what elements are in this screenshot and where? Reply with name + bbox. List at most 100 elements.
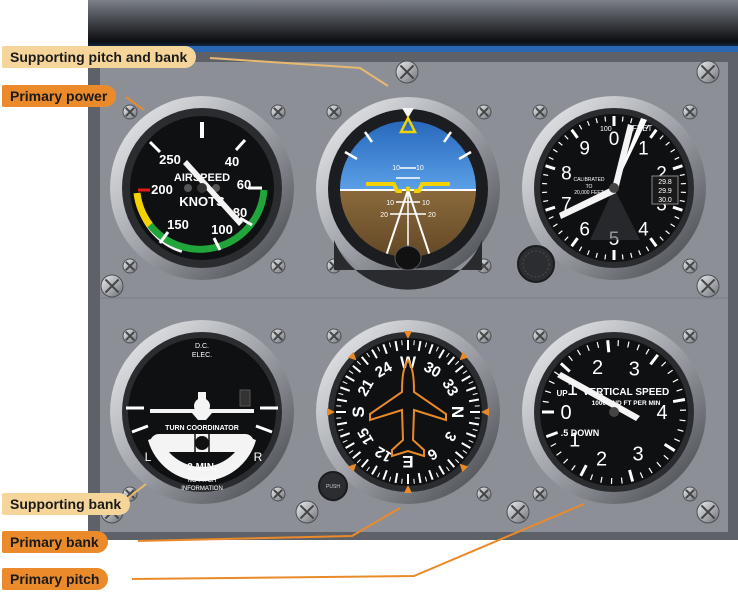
vsi-tick [576, 349, 582, 356]
airspeed-yellow-arc [133, 192, 153, 228]
heading-label-21: 21 [354, 376, 377, 399]
heading-label-12: 12 [372, 442, 395, 465]
heading-tick [382, 469, 388, 480]
heading-tick [356, 360, 361, 365]
vsi-tick [545, 431, 559, 439]
callout-primary-bank: Primary bank [2, 531, 108, 553]
vsi-tick [679, 419, 686, 422]
altimeter-tick [595, 118, 598, 124]
heading-label-24: 24 [372, 358, 396, 381]
altimeter-tick [543, 199, 549, 203]
callout-primary-pitch: Primary pitch [2, 568, 109, 590]
screw [682, 104, 698, 120]
altimeter-tick [578, 124, 583, 130]
turn-coordinator: D.C. ELEC. TURN COORDINATOR L R 2 MIN. N… [110, 320, 294, 504]
screw [395, 60, 419, 84]
heading-tick [435, 346, 439, 352]
altimeter-tick [586, 120, 590, 126]
airspeed-tick-60: 60 [237, 177, 251, 192]
vsi-subtitle: 1000 AND FT PER MIN [592, 400, 661, 407]
heading-tick [455, 459, 460, 464]
screw [270, 258, 286, 274]
altimeter-tick [552, 148, 558, 153]
screw [476, 104, 492, 120]
heading-tick [366, 352, 370, 358]
heading-tick [338, 392, 344, 396]
altimeter-to: TO [586, 184, 593, 190]
attitude-adjust-knob [394, 245, 422, 271]
altimeter-tick [645, 124, 650, 130]
altimeter-tick [649, 128, 658, 139]
altimeter-tick [674, 215, 680, 220]
heading-index-marker [404, 331, 412, 339]
bank-pointer [398, 115, 418, 134]
altimeter-tick [604, 254, 607, 260]
vsi-title: VERTICAL SPEED [583, 387, 670, 398]
vsi-tick [556, 451, 562, 456]
heading-tick [340, 386, 351, 392]
screw [326, 104, 342, 120]
heading-tick [394, 340, 399, 352]
callout-supporting-bank: Supporting bank [2, 493, 131, 515]
vsi-tick [667, 369, 673, 375]
altimeter-tick [570, 128, 579, 139]
altimeter-tick [545, 205, 556, 212]
altimeter-tick [552, 223, 558, 228]
heading-label-30: 30 [421, 358, 444, 381]
vsi-tick [676, 388, 683, 392]
screw [476, 328, 492, 344]
heading-index-marker [459, 351, 469, 361]
heading-tick [417, 340, 422, 352]
altimeter-tick [670, 223, 676, 228]
vsi-numeral: 2 [592, 357, 603, 379]
heading-tick [352, 364, 362, 373]
vsi-numeral: 0 [560, 402, 571, 424]
heading-tick [438, 349, 445, 359]
heading-tick [428, 469, 434, 480]
pitch-label-down-right: 10 [422, 200, 430, 207]
airspeed-tick-150: 150 [167, 217, 189, 232]
vsi-numeral: 1 [569, 430, 580, 452]
vsi-numeral: 4 [656, 402, 667, 424]
vsi-numeral: 3 [632, 444, 643, 466]
heading-tick [388, 476, 392, 482]
heading-tick [438, 465, 445, 475]
pitch-label-up-left: 10 [392, 165, 400, 172]
altimeter-tick [564, 135, 569, 140]
screw [682, 258, 698, 274]
vsi-tick [674, 438, 681, 442]
pitch-label-down20-left: 20 [380, 212, 388, 219]
vsi-tick [627, 341, 630, 348]
screw [696, 274, 720, 298]
altimeter-tick [548, 215, 554, 220]
heading-tick [377, 472, 381, 478]
heading-tick [348, 450, 354, 454]
turn-left: L [145, 450, 152, 464]
altimeter-setting-knob[interactable] [517, 245, 555, 283]
heading-tick [338, 428, 344, 432]
altimeter-hundred: 100 [600, 126, 612, 133]
vsi-tick [544, 390, 552, 394]
heading-tick [371, 349, 378, 359]
attitude-indicator: 10 10 10 10 20 20 [316, 97, 500, 290]
turn-information: INFORMATION [181, 486, 223, 492]
screw [270, 104, 286, 120]
vsi-tick [542, 400, 549, 403]
airspeed-tick-250: 250 [159, 152, 181, 167]
screw [270, 486, 286, 502]
vsi-tick [548, 380, 555, 385]
kollsman-298: 29.8 [658, 179, 672, 186]
heading-tick [472, 428, 478, 432]
vsi-tick [563, 458, 569, 464]
screw [532, 104, 548, 120]
heading-tick [428, 344, 434, 355]
heading-set-knob[interactable]: PUSH [318, 471, 348, 501]
altimeter-tick [621, 116, 624, 122]
altimeter-numeral-8: 8 [561, 164, 572, 185]
altimeter-tick [659, 135, 664, 140]
vsi-tick [677, 429, 684, 432]
altimeter-tick [595, 252, 598, 258]
vsi-needle [557, 372, 640, 421]
